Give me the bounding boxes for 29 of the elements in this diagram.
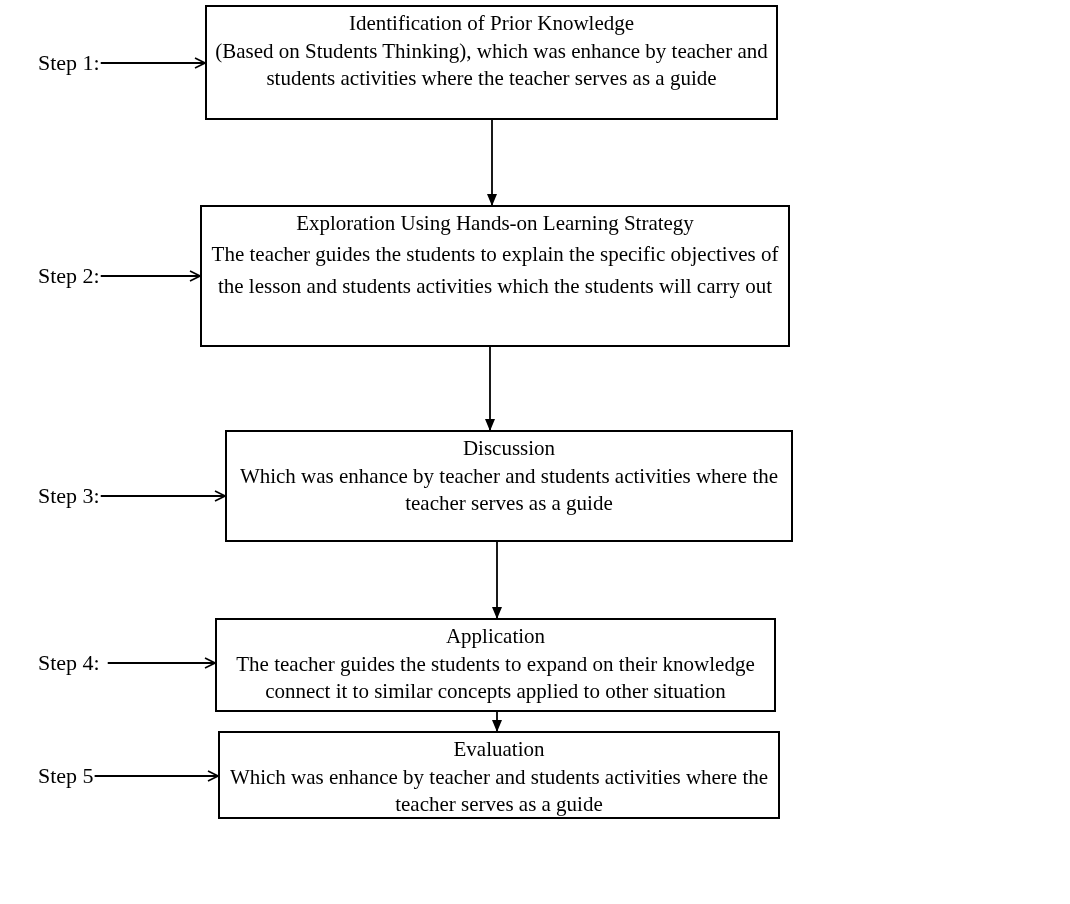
step-label: Step 5 — [38, 765, 94, 787]
box-heading: Application — [444, 623, 547, 650]
process-box — [200, 205, 790, 347]
arrow — [492, 541, 502, 619]
box-description: Which was enhance by teacher and students activities where the teacher serves as a guide — [228, 763, 770, 819]
box-description: The teacher guides the students to expand on their knowledge connect it to similar concepts applied to other situation — [235, 650, 756, 706]
step-label: Step 3: — [38, 485, 100, 507]
box-heading: Exploration Using Hands-on Learning Strategy — [295, 210, 695, 237]
step-label: Step 2: — [38, 265, 100, 287]
box-heading: Identification of Prior Knowledge — [347, 10, 636, 37]
arrow — [99, 490, 226, 502]
process-box — [205, 5, 778, 120]
step-label: Step 1: — [38, 52, 100, 74]
process-box — [215, 618, 776, 712]
step-label: Step 4: — [38, 652, 100, 674]
arrow — [99, 270, 201, 282]
arrow — [93, 770, 219, 782]
box-description: (Based on Students Thinking), which was enhance by teacher and students activities where the teacher serves as a guide — [214, 37, 769, 93]
box-description: Which was enhance by teacher and students activities where the teacher serves as a guide — [238, 462, 780, 518]
arrow — [487, 119, 497, 206]
arrow — [485, 346, 495, 431]
box-heading: Evaluation — [452, 736, 546, 763]
box-description: The teacher guides the students to explain the specific objectives of the lesson and students activities which the students will carry out — [210, 240, 780, 301]
arrow — [99, 57, 206, 69]
arrow — [492, 711, 502, 732]
box-heading: Discussion — [461, 435, 557, 462]
process-box — [225, 430, 793, 542]
process-box — [218, 731, 780, 819]
arrow — [106, 657, 216, 669]
